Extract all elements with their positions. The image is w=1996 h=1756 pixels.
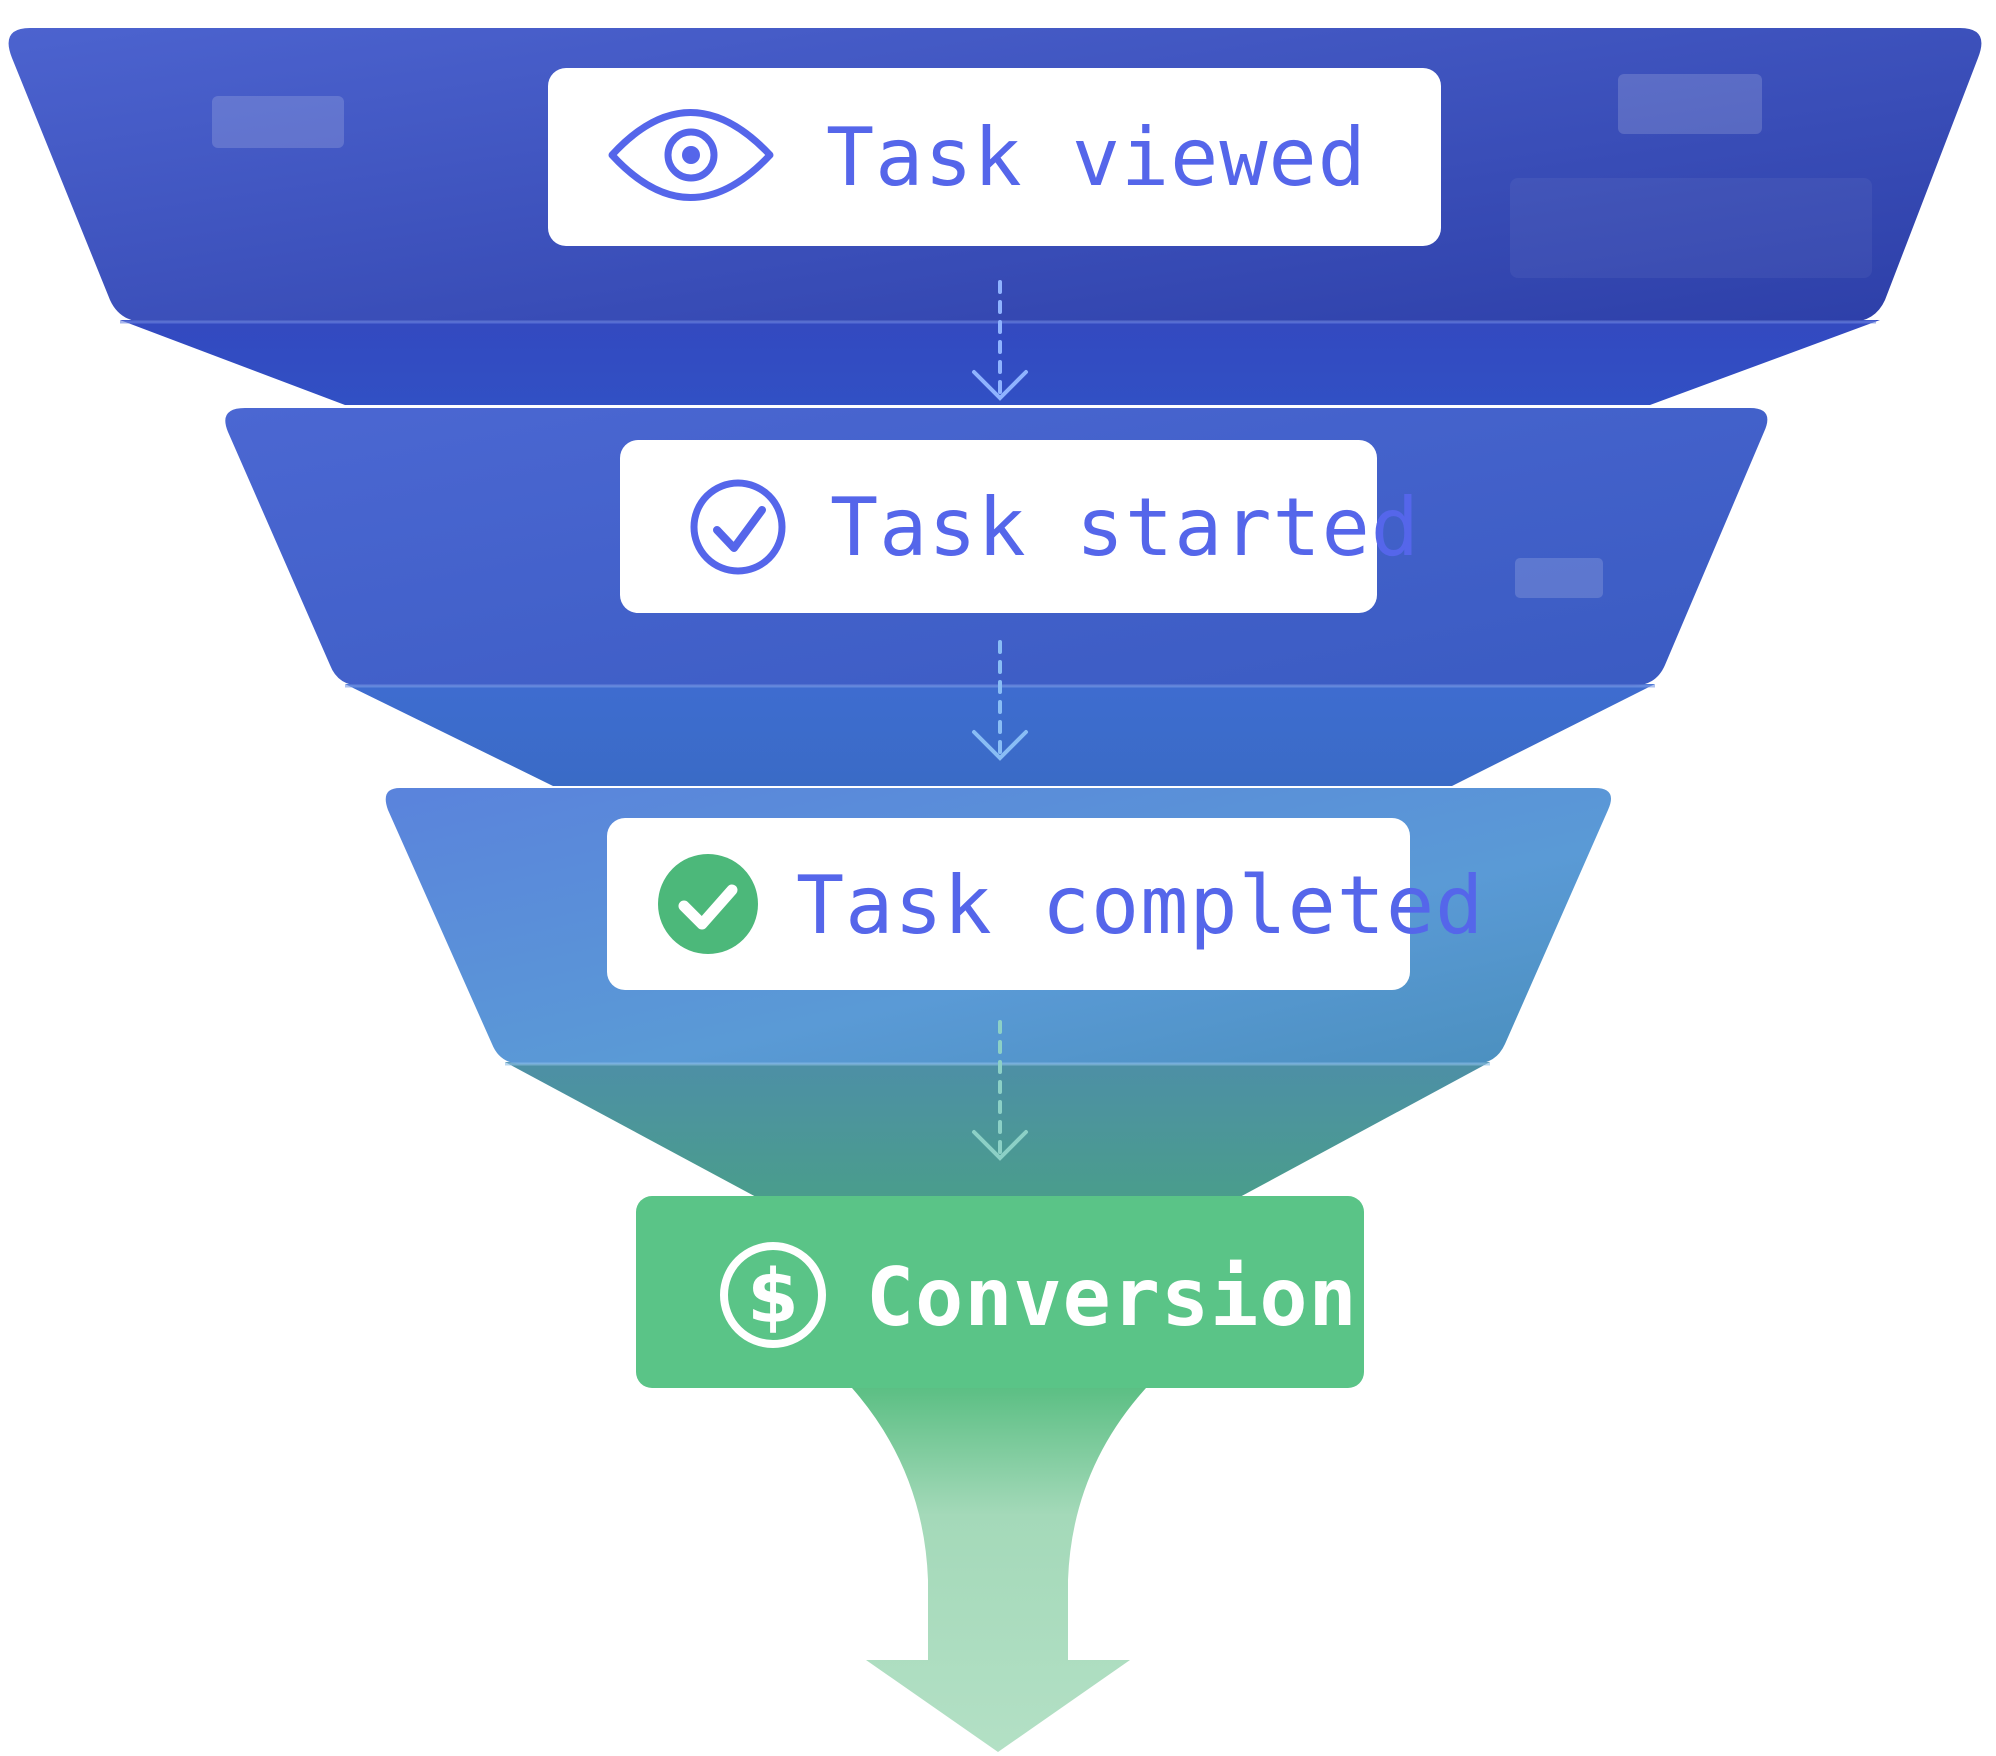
- conversion-label: Conversion: [866, 1251, 1358, 1344]
- check-circle-filled-icon: [658, 854, 758, 954]
- funnel-stage-2-connector: [345, 684, 1655, 786]
- conversion-box: $ Conversion: [636, 1196, 1364, 1388]
- stage-label-task-viewed: Task viewed: [826, 111, 1367, 204]
- connector-arrow-3: [972, 1020, 1028, 1161]
- stage-label-task-completed: Task completed: [796, 859, 1484, 952]
- stage-card-task-viewed: Task viewed: [548, 68, 1441, 246]
- output-arrow: [852, 1388, 1146, 1752]
- dollar-circle-icon: $: [720, 1242, 826, 1348]
- check-circle-outline-icon: [690, 479, 786, 575]
- connector-arrow-2: [972, 640, 1028, 761]
- stage-label-task-started: Task started: [830, 481, 1420, 574]
- connector-arrow-1: [972, 280, 1028, 401]
- funnel-stage-3-connector: [505, 1062, 1490, 1198]
- eye-icon: [608, 109, 774, 201]
- stage-card-task-completed: Task completed: [607, 818, 1484, 990]
- svg-text:$: $: [747, 1254, 799, 1340]
- stage-card-task-started: Task started: [620, 440, 1420, 613]
